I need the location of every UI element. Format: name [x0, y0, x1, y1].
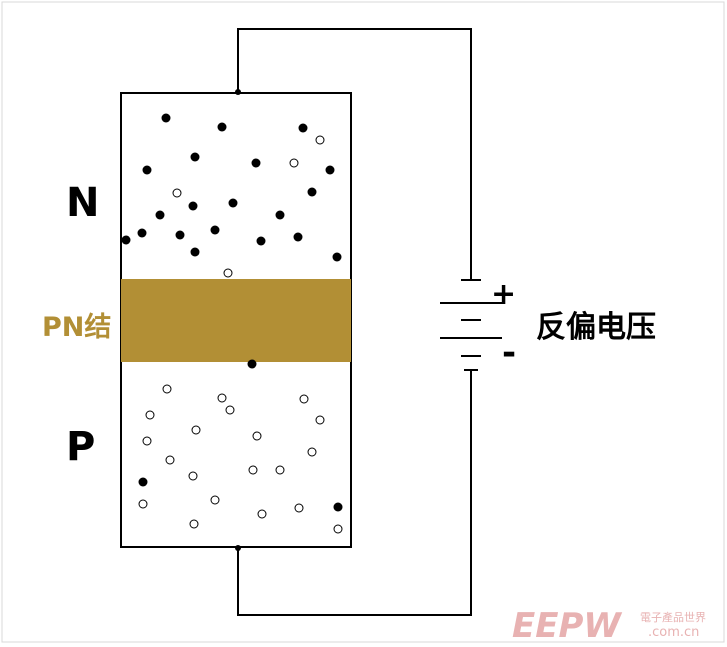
- hole-circle: [210, 495, 220, 505]
- plus-sign: +: [491, 277, 516, 312]
- electron-dot: [332, 252, 342, 262]
- charge-carriers: [121, 113, 343, 534]
- hole-circle: [138, 499, 148, 509]
- electron-dot: [247, 359, 257, 369]
- hole-circle: [188, 471, 198, 481]
- hole-circle: [299, 394, 309, 404]
- electron-dot: [142, 165, 152, 175]
- hole-circle: [294, 503, 304, 513]
- top-wire: [237, 28, 472, 280]
- hole-circle: [225, 405, 235, 415]
- electron-dot: [298, 123, 308, 133]
- hole-circle: [165, 455, 175, 465]
- electron-dot: [137, 228, 147, 238]
- electron-dot: [190, 247, 200, 257]
- minus-sign: -: [502, 333, 516, 373]
- electron-dot: [293, 232, 303, 242]
- electron-dot: [175, 230, 185, 240]
- hole-circle: [217, 393, 227, 403]
- watermark-cn-text: 電子產品世界: [640, 610, 706, 624]
- top-terminal: [235, 89, 241, 95]
- electron-dot: [275, 210, 285, 220]
- hole-circle: [257, 509, 267, 519]
- hole-circle: [333, 524, 343, 534]
- bias-voltage-label: 反偏电压: [536, 310, 656, 345]
- electron-dot: [188, 201, 198, 211]
- electron-dot: [325, 165, 335, 175]
- electron-dot: [307, 187, 317, 197]
- electron-dot: [217, 122, 227, 132]
- hole-circle: [315, 415, 325, 425]
- hole-circle: [145, 410, 155, 420]
- hole-circle: [162, 384, 172, 394]
- electron-dot: [161, 113, 171, 123]
- bottom-wire: [237, 370, 472, 616]
- hole-circle: [289, 158, 299, 168]
- hole-circle: [248, 465, 258, 475]
- electron-dot: [251, 158, 261, 168]
- hole-circle: [315, 135, 325, 145]
- hole-circle: [223, 268, 233, 278]
- watermark-logo: EEPW: [512, 606, 622, 646]
- watermark-domain: .com.cn: [648, 625, 699, 640]
- circuit-wires: [237, 28, 472, 616]
- hole-circle: [172, 188, 182, 198]
- pn-junction-band: [121, 279, 351, 362]
- electron-dot: [333, 502, 343, 512]
- p-region-label: P: [66, 424, 95, 470]
- hole-circle: [142, 436, 152, 446]
- electron-dot: [121, 235, 131, 245]
- hole-circle: [275, 465, 285, 475]
- bottom-terminal: [235, 545, 241, 551]
- electron-dot: [155, 210, 165, 220]
- hole-circle: [307, 447, 317, 457]
- pn-junction-label: PN结: [42, 312, 111, 343]
- electron-dot: [210, 225, 220, 235]
- eepw-watermark: EEPW 電子產品世界 .com.cn: [512, 606, 706, 646]
- hole-circle: [252, 431, 262, 441]
- hole-circle: [189, 519, 199, 529]
- electron-dot: [190, 152, 200, 162]
- n-region-label: N: [66, 180, 99, 226]
- electron-dot: [256, 236, 266, 246]
- hole-circle: [191, 425, 201, 435]
- battery-symbol: [440, 279, 502, 371]
- electron-dot: [138, 477, 148, 487]
- electron-dot: [228, 198, 238, 208]
